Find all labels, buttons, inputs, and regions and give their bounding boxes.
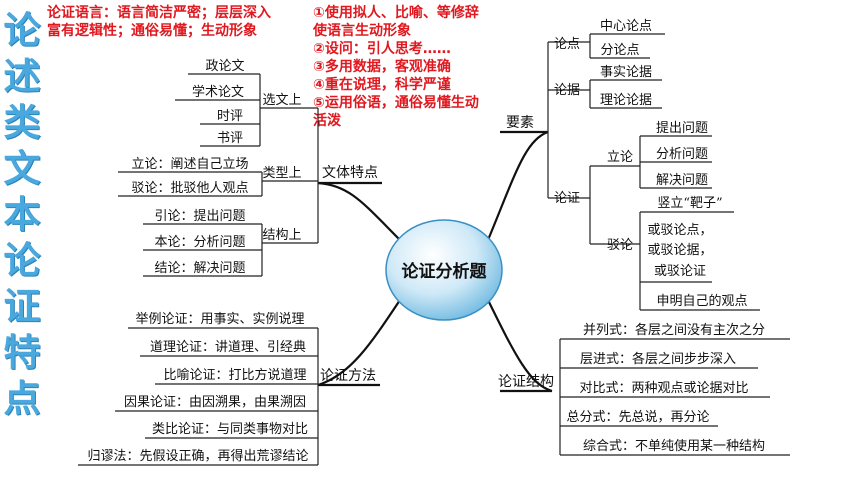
item-fenlundian: 分论点: [600, 43, 639, 58]
method-guimiu: 归谬法：先假设正确，再得出荒谬结论: [87, 448, 308, 464]
structure-zonghe: 综合式：不单纯使用某一种结构: [583, 438, 765, 454]
vertical-title: 论 述 类 文 本 论 证 特 点: [2, 8, 42, 422]
vertical-title-char: 本: [3, 193, 41, 236]
label-bolun-sub: 驳论: [607, 238, 633, 253]
structure-cengjin: 层进式：各层之间步步深入: [580, 351, 736, 367]
label-fangfa: 论证方法: [320, 368, 376, 384]
method-daoli: 道理论证：讲道理、引经典: [150, 340, 306, 355]
rhetoric-note-line: ②设问：引人思考……: [313, 41, 451, 57]
rhetoric-note-line: ⑤运用俗语，通俗易懂生动: [313, 95, 479, 111]
structure-zongfen: 总分式：先总说，再分论: [566, 410, 709, 425]
structure-bingliei: 并列式：各层之间没有主次之分: [583, 322, 765, 338]
item-yinlun: 引论：提出问题: [154, 208, 245, 224]
label-lundian: 论点: [554, 37, 580, 52]
label-jiegou-shang: 结构上: [262, 228, 301, 243]
item-bo-lunzheng: 或驳论证: [654, 264, 706, 279]
item-jielun: 结论：解决问题: [154, 261, 245, 276]
label-lunju: 论据: [554, 83, 580, 98]
item-bo-lundian: 或驳论点，: [647, 223, 712, 238]
rhetoric-note-line: 使语言生动形象: [313, 23, 411, 39]
branch-yaosu: [486, 130, 549, 241]
rhetoric-note: ①使用拟人、比喻、等修辞 使语言生动形象 ②设问：引人思考…… ③多用数据，客观…: [313, 4, 479, 130]
label-leixing: 类型上: [262, 166, 301, 181]
vertical-title-char: 特: [3, 331, 41, 374]
rhetoric-note-line: 活泼: [313, 113, 341, 129]
label-yaosu: 要素: [506, 115, 534, 131]
language-note-line: 论证语言：语言简洁严密；层层深入: [47, 5, 271, 21]
rhetoric-note-line: ③多用数据，客观准确: [313, 59, 451, 75]
rhetoric-note-line: ④重在说理，科学严谨: [313, 77, 451, 93]
item-jiejue: 解决问题: [656, 173, 708, 188]
language-note-line: 富有逻辑性；通俗易懂；生动形象: [47, 23, 257, 39]
label-lilun-sub: 立论: [607, 150, 633, 165]
structure-duibi: 对比式：两种观点或论据对比: [579, 381, 748, 396]
branch-jiegou: [487, 299, 553, 393]
vertical-title-char: 点: [3, 377, 41, 420]
center-label: 论证分析题: [402, 261, 488, 282]
vertical-title-char: 证: [3, 285, 41, 328]
center-hub: [385, 219, 503, 321]
item-shuli: 竖立“靶子”: [657, 196, 722, 211]
label-wenti: 文体特点: [322, 165, 378, 181]
vertical-title-char: 论: [3, 239, 41, 282]
label-jiegou: 论证结构: [498, 374, 554, 390]
branch-fangfa: [317, 299, 401, 387]
item-shiping: 时评: [217, 109, 243, 124]
item-lilun: 立论：阐述自己立场: [131, 157, 248, 172]
vertical-title-char: 文: [3, 147, 41, 190]
item-benlun: 本论：分析问题: [154, 235, 245, 250]
method-yinguo: 因果论证：由因溯果，由果溯因: [124, 394, 306, 410]
branch-wenti: [317, 181, 401, 241]
method-leibi: 类比论证：与同类事物对比: [152, 422, 308, 437]
vertical-title-char: 述: [3, 55, 41, 98]
method-juli: 举例论证：用事实、实例说理: [135, 312, 304, 327]
item-fenxi: 分析问题: [656, 147, 708, 162]
item-shishi: 事实论据: [600, 65, 652, 80]
vertical-title-char: 论: [3, 9, 41, 52]
language-note: 论证语言：语言简洁严密；层层深入 富有逻辑性；通俗易懂；生动形象: [47, 4, 271, 40]
rhetoric-note-line: ①使用拟人、比喻、等修辞: [313, 5, 479, 21]
item-lilunlunju: 理论论据: [600, 93, 652, 108]
item-zhenglunwen: 政论文: [205, 59, 244, 74]
method-biyu: 比喻论证：打比方说道理: [163, 367, 306, 383]
item-tichu: 提出问题: [656, 120, 708, 136]
item-bo-lunju: 或驳论据，: [647, 243, 712, 258]
item-xueshulunwen: 学术论文: [192, 84, 244, 100]
vertical-title-char: 类: [3, 101, 41, 144]
item-shenming: 申明自己的观点: [656, 293, 747, 309]
item-bolun: 驳论：批驳他人观点: [131, 181, 248, 196]
label-lunzheng: 论证: [554, 191, 580, 206]
item-zhongxin: 中心论点: [600, 19, 652, 34]
item-shuping: 书评: [217, 131, 243, 146]
label-xuanwen: 选文上: [262, 93, 301, 108]
